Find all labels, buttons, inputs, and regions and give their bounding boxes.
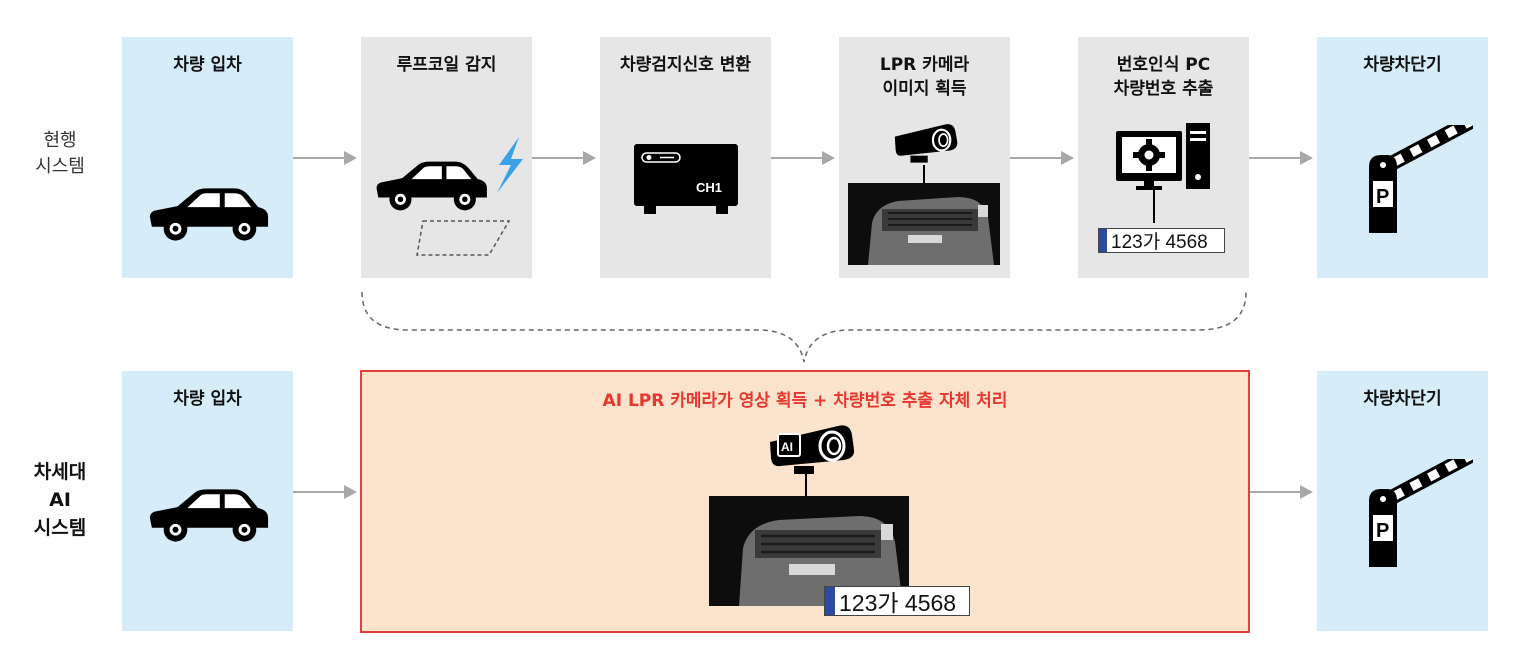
ai-camera-photo <box>709 496 909 606</box>
flow-arrow <box>532 151 596 165</box>
flow-arrow <box>293 485 357 499</box>
grouping-brace <box>361 291 1247 363</box>
row-label-next: 차세대 AI 시스템 <box>20 458 100 542</box>
barrier-letter: P <box>1376 520 1389 542</box>
ai-lpr-panel: AI LPR 카메라가 영상 획득 + 차량번호 추출 자체 처리 AI 123… <box>360 370 1250 633</box>
step-loop-coil: 루프코일 감지 <box>361 37 532 278</box>
flow-arrow <box>1250 485 1313 499</box>
row-label-current: 현행 시스템 <box>20 128 100 180</box>
license-plate: 123가 4568 <box>1098 228 1225 253</box>
camera-mast <box>923 165 925 183</box>
car-icon <box>144 182 272 244</box>
row-label-line: 시스템 <box>33 517 87 539</box>
ai-camera-icon: AI <box>770 425 855 474</box>
row-label-line: 현행 <box>43 130 77 151</box>
barrier-letter: P <box>1376 186 1389 208</box>
ai-camera-mast <box>805 474 807 496</box>
plate-flag <box>825 587 835 615</box>
step-lpr-camera: LPR 카메라 이미지 획득 <box>839 37 1010 278</box>
parking-barrier-icon: P <box>1363 125 1473 235</box>
step-title: 차량검지신호 변환 <box>619 55 752 75</box>
ai-chip-label: AI <box>781 440 793 454</box>
plate-number: 123가 4568 <box>1111 232 1208 253</box>
ai-step-vehicle-barrier: 차량차단기 P <box>1317 371 1488 631</box>
plate-number: 123가 4568 <box>839 590 957 616</box>
camera-photo <box>848 183 1000 265</box>
row-label-line: AI <box>49 489 71 511</box>
device-label: CH1 <box>696 180 722 195</box>
row-label-line: 시스템 <box>35 156 85 177</box>
ai-license-plate: 123가 4568 <box>824 586 970 616</box>
flow-arrow <box>771 151 835 165</box>
step-title: LPR 카메라 이미지 획득 <box>879 55 970 99</box>
step-title: 차량 입차 <box>173 389 242 409</box>
car-icon <box>144 483 272 545</box>
step-title: 차량차단기 <box>1363 55 1442 75</box>
camera-icon <box>891 121 961 173</box>
flow-arrow <box>1010 151 1074 165</box>
flow-arrow <box>293 151 357 165</box>
step-title: 차량 입차 <box>173 55 242 75</box>
step-title: 차량차단기 <box>1363 389 1442 409</box>
detector-device-icon: CH1 <box>634 144 738 214</box>
step-vehicle-entry: 차량 입차 <box>122 37 293 278</box>
parking-barrier-icon: P <box>1363 459 1473 569</box>
row-label-line: 차세대 <box>33 461 87 483</box>
step-title: 루프코일 감지 <box>396 55 497 75</box>
plate-flag <box>1099 229 1107 252</box>
step-title: 번호인식 PC 차량번호 추출 <box>1113 55 1214 99</box>
ai-step-vehicle-entry: 차량 입차 <box>122 371 293 631</box>
step-signal-convert: 차량검지신호 변환 CH1 <box>600 37 771 278</box>
flow-arrow <box>1249 151 1313 165</box>
step-vehicle-barrier: 차량차단기 P <box>1317 37 1488 278</box>
car-loop-coil-icon <box>376 137 523 256</box>
pc-gear-icon <box>1116 123 1210 223</box>
step-recognition-pc: 번호인식 PC 차량번호 추출 123가 4568 <box>1078 37 1249 278</box>
ai-panel-title: AI LPR 카메라가 영상 획득 + 차량번호 추출 자체 처리 <box>602 391 1008 411</box>
